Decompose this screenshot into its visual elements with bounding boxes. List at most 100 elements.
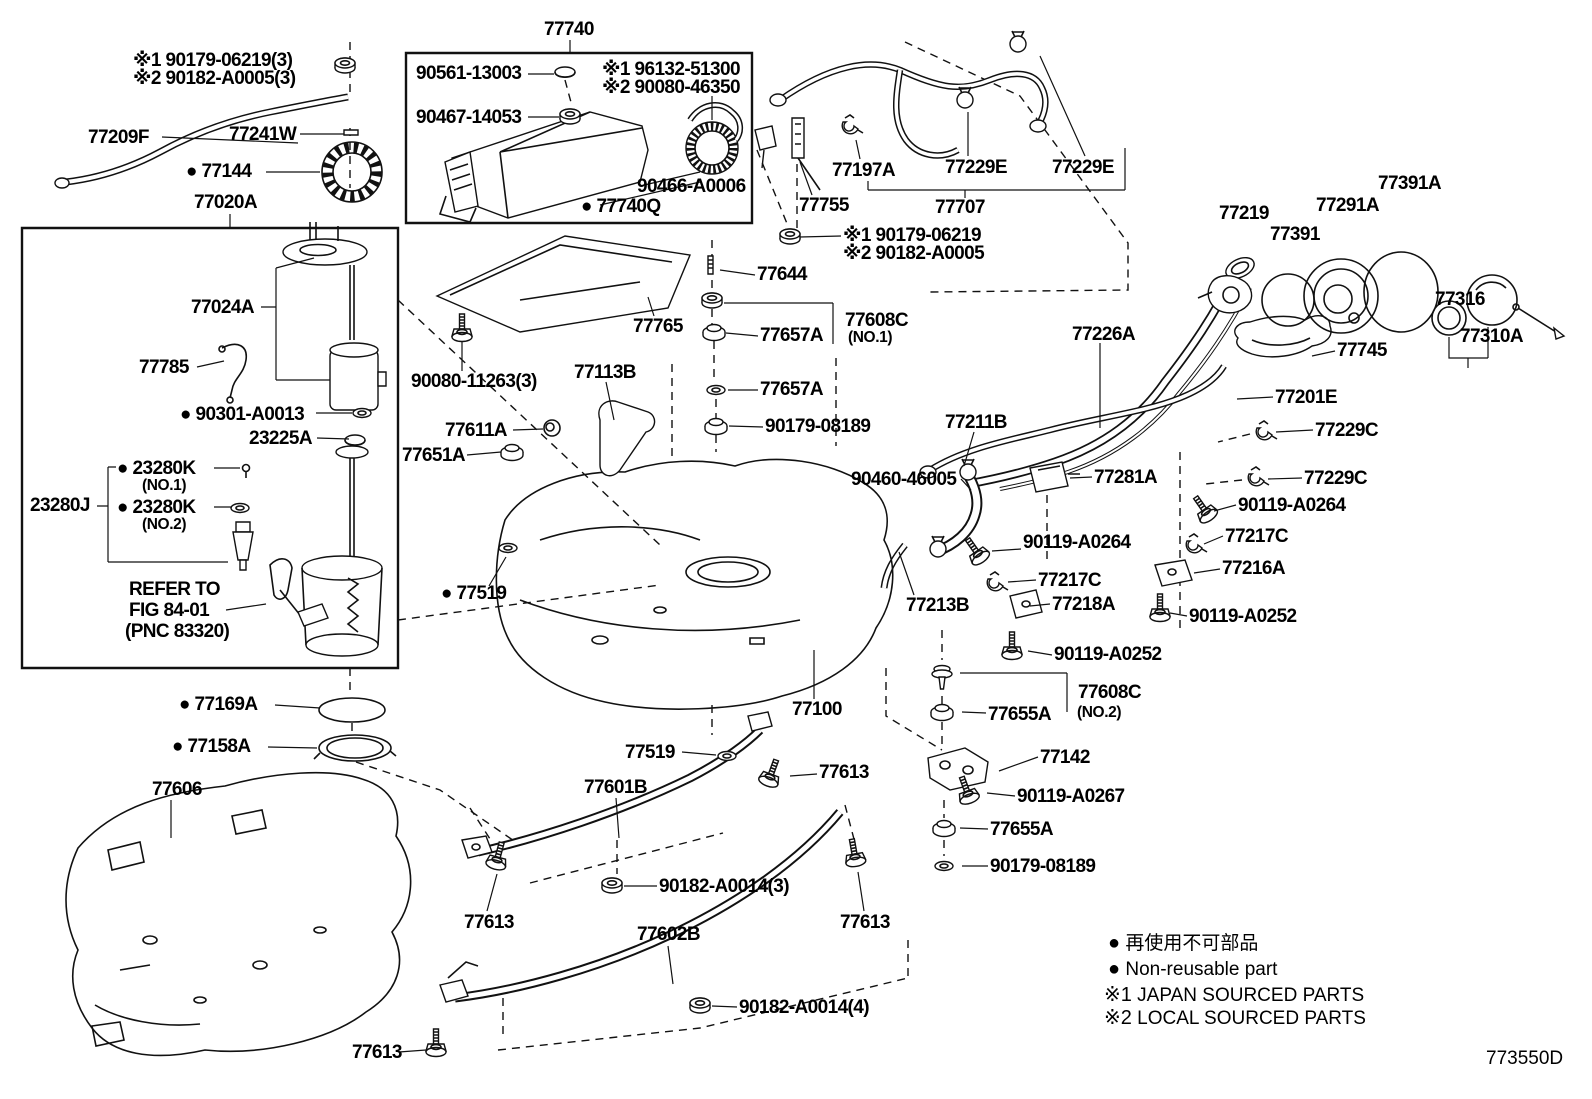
part-label: 77613 [840,912,890,933]
part-label: 77745 [1337,340,1387,361]
fuel-pipe-drawing [55,97,358,188]
straps-drawing [440,712,840,1002]
legend-text: 再使用不可部品 [1125,933,1259,954]
part-label: 77217C [1038,570,1102,591]
tank-hoses-drawing [884,366,1278,588]
part-label: 77651A [402,445,466,466]
tank-rings-drawing [314,698,396,761]
part-label: 77655A [988,704,1052,725]
part-label: 90179-08189 [765,416,871,437]
part-label: 77310A [1460,326,1524,347]
part-label: 23225A [249,428,313,449]
part-label: 90119-A0252 [1189,606,1297,627]
part-label: (NO.1) [142,477,187,494]
part-label: 90119-A0264 [1023,532,1131,553]
part-label: 77218A [1052,594,1116,615]
reference-mark-icon: ※2 [1104,1007,1132,1029]
part-label: 77608C [845,310,909,331]
part-label: 90467-14053 [416,107,522,128]
part-label: 77613 [352,1042,402,1063]
part-label: 77755 [799,195,849,216]
legend-text: Non-reusable part [1125,959,1278,980]
part-label: 77219 [1219,203,1269,224]
part-label: ● 90301-A0013 [180,404,305,425]
part-label: 77606 [152,779,202,800]
nonreusable-bullet-icon: ● [1108,932,1121,954]
part-label: 77100 [792,699,842,720]
part-label: 90119-A0264 [1238,495,1346,516]
part-label: 90182-A0014(4) [739,997,870,1018]
nonreusable-bullet-icon: ● [1108,958,1121,980]
part-label: ● 77740Q [581,196,661,217]
part-label: 77216A [1222,558,1286,579]
part-label: 77226A [1072,324,1136,345]
legend-text: JAPAN SOURCED PARTS [1137,985,1365,1006]
part-label: 77142 [1040,747,1090,768]
part-label: 77316 [1435,289,1485,310]
part-label: 77391 [1270,224,1320,245]
part-label: 77613 [819,762,869,783]
legend-item-japan-sourced: ※1 JAPAN SOURCED PARTS [1104,985,1364,1005]
part-label: 77211B [945,412,1008,433]
part-label: ● 77158A [172,736,251,757]
part-label: 77201E [1275,387,1338,408]
part-label: ※2 90182-A0005 [843,243,985,264]
dashed-guides [350,42,1250,1050]
part-label: 77229C [1315,420,1379,441]
part-label: (NO.1) [848,329,893,346]
lock-ring-drawing [322,142,382,202]
part-label: 77281A [1094,467,1158,488]
part-label: 77601B [584,777,648,798]
part-label: 77602B [637,924,701,945]
part-label: 77209F [88,127,149,148]
part-label: ※2 90182-A0005(3) [133,68,296,89]
part-label: 77644 [757,264,807,285]
part-label: 90561-13003 [416,63,522,84]
part-label: 77613 [464,912,514,933]
part-label: ● 23280K [117,458,196,479]
figure-code: 773550D [1486,1048,1564,1069]
part-label: ● 77144 [186,161,252,182]
part-label: 90182-A0014(3) [659,876,790,897]
shield-77765-drawing [437,236,690,476]
part-label: 77611A [445,420,508,441]
part-label: 77740 [544,19,594,40]
part-label: 77113B [574,362,637,383]
part-label: 77229E [1052,157,1115,178]
part-label: 77229E [945,157,1008,178]
part-label: 90080-11263(3) [411,371,537,392]
leader-lines [97,40,1335,1052]
part-label: 77785 [139,357,189,378]
part-label: ● 77519 [441,583,507,604]
part-label: 90179-08189 [990,856,1096,877]
part-label: (PNC 83320) [125,621,230,642]
part-label: 77241W [229,124,297,145]
canister-drawing [440,66,776,222]
part-label: 77657A [760,325,824,346]
part-label: ※1 90179-06219 [843,225,982,246]
legend-item-nonreusable-jp: ● 再使用不可部品 [1108,933,1258,953]
part-label: 90466-A0006 [637,176,746,197]
part-label: 77519 [625,742,675,763]
pump-module-drawing [219,222,386,656]
cap-parts-drawing [1262,252,1564,368]
region-boxes [22,53,752,668]
part-label: 77020A [194,192,258,213]
reference-mark-icon: ※1 [1104,984,1132,1006]
part-label: 77229C [1304,468,1368,489]
fasteners-drawing [230,57,1221,1058]
part-label: ※1 90179-06219(3) [133,50,293,71]
vent-hoses-drawing [770,30,1046,190]
part-label: 77655A [990,819,1054,840]
legend-text: LOCAL SOURCED PARTS [1137,1008,1366,1029]
part-label: 77657A [760,379,824,400]
fuel-tank-drawing [496,459,892,709]
protector-77606-drawing [66,773,411,1056]
legend-item-local-sourced: ※2 LOCAL SOURCED PARTS [1104,1008,1366,1028]
part-label: 77217C [1225,526,1289,547]
part-label: ● 77169A [179,694,258,715]
part-label: 77765 [633,316,683,337]
part-label: 77024A [191,297,255,318]
